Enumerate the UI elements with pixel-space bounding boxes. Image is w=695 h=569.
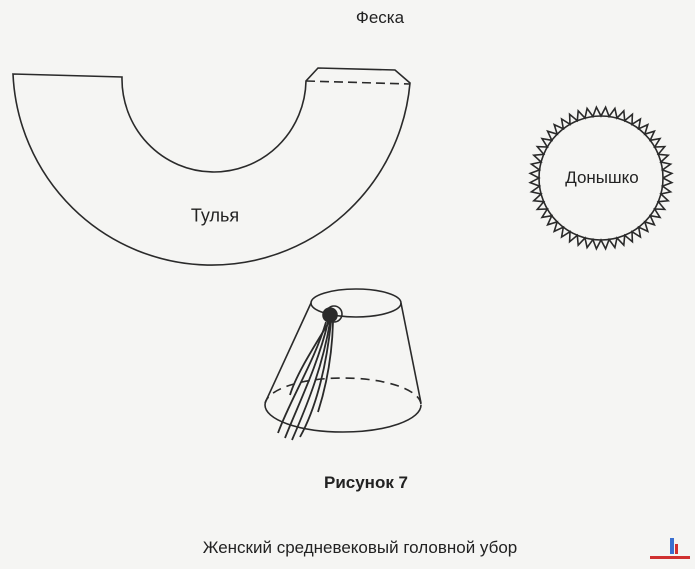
fold-line-dashed — [305, 80, 411, 85]
bottom-label: Донышко — [565, 168, 639, 187]
crown-label: Тулья — [190, 205, 240, 226]
figure-label: Рисунок 7 — [323, 473, 409, 492]
pattern-title: Феска — [355, 8, 405, 27]
caption: Женский средневековый головной убор — [202, 538, 518, 557]
tassel-button — [322, 307, 338, 323]
fez-hat-illustration — [264, 288, 422, 441]
tassel — [277, 321, 334, 441]
crown-piece — [12, 67, 411, 266]
bottom-piece-teeth — [528, 105, 674, 251]
watermark-logo — [650, 538, 690, 559]
